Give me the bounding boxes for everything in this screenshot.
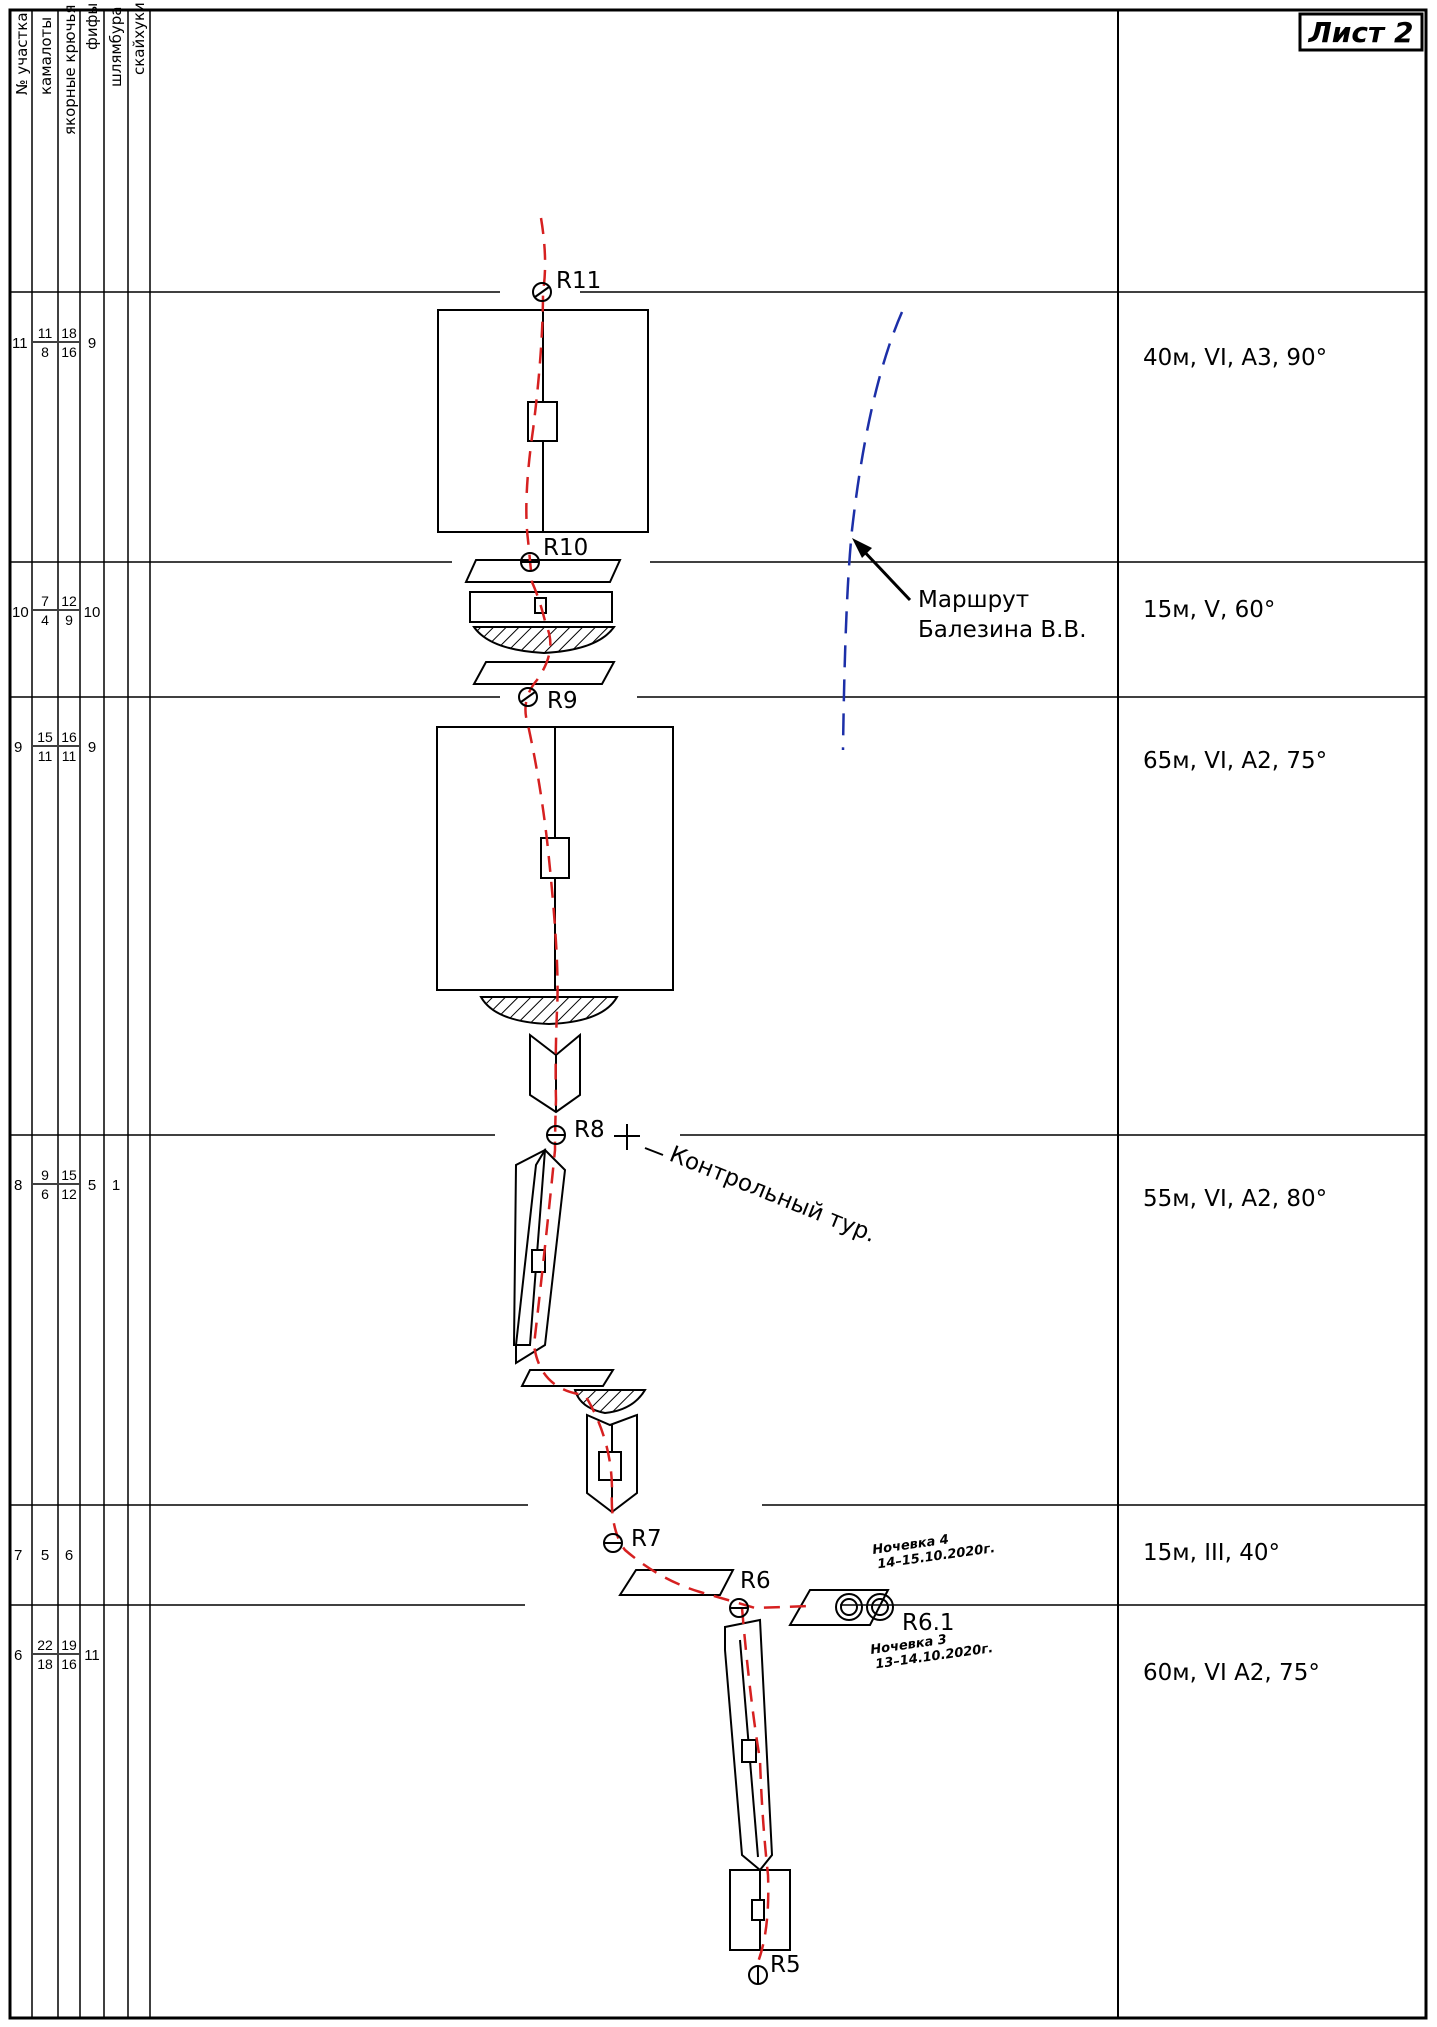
station-r6-label: R6 xyxy=(740,1568,771,1594)
station-r11-label: R11 xyxy=(556,268,601,294)
hooks-top: 19 xyxy=(61,1637,77,1653)
route-line xyxy=(524,217,811,1963)
section-number: 6 xyxy=(14,1647,22,1664)
equipment-table-grid xyxy=(31,10,151,2018)
section-row-11: 11 11 8 18 16 9 40м, VI, A3, 90° xyxy=(12,325,1327,371)
route-pointer-arrow xyxy=(852,538,912,602)
hooks-top: 16 xyxy=(61,729,77,745)
hooks-count: 6 xyxy=(65,1547,73,1564)
control-cairn-label: Контрольный тур. xyxy=(666,1141,880,1248)
section-description: 15м, V, 60° xyxy=(1143,597,1275,623)
bivouac-4-label: Ночевка 4 14–15.10.2020г. xyxy=(871,1532,996,1572)
station-r5-marker xyxy=(748,1965,768,1985)
hooks-bottom: 12 xyxy=(61,1186,77,1202)
hooks-bottom: 11 xyxy=(62,748,77,764)
section-dividers xyxy=(10,291,1426,1606)
section-description: 60м, VI A2, 75° xyxy=(1143,1660,1320,1686)
station-r6-1-label: R6.1 xyxy=(902,1610,955,1636)
cams-bottom: 8 xyxy=(41,344,49,360)
bolts-count: 1 xyxy=(112,1177,120,1194)
other-route-label-line2: Балезина В.В. xyxy=(918,617,1087,643)
station-r5-label: R5 xyxy=(770,1952,801,1978)
cams-bottom: 11 xyxy=(38,748,53,764)
section-row-7: 7 5 6 15м, III, 40° xyxy=(14,1540,1280,1566)
hooks-bottom: 16 xyxy=(61,1656,77,1672)
fifi-count: 10 xyxy=(84,604,101,621)
station-r8-marker xyxy=(546,1125,566,1145)
cams-top: 22 xyxy=(37,1637,53,1653)
station-r11-marker xyxy=(532,282,552,302)
fifi-count: 5 xyxy=(88,1177,96,1194)
col-header-hooks: якорные крючья xyxy=(61,5,79,135)
fifi-count: 11 xyxy=(84,1647,100,1664)
station-r10-label: R10 xyxy=(543,535,588,561)
section-row-9: 9 15 11 16 11 9 65м, VI, A2, 75° xyxy=(14,729,1327,774)
fifi-count: 9 xyxy=(88,335,96,352)
section-row-6: 6 22 18 19 16 11 60м, VI A2, 75° xyxy=(14,1637,1320,1686)
station-r6-marker xyxy=(729,1598,749,1618)
rock-features xyxy=(436,309,894,1951)
cams-bottom: 18 xyxy=(37,1656,53,1672)
cams-bottom: 4 xyxy=(41,612,49,628)
sheet-label: Лист 2 xyxy=(1308,16,1414,49)
col-header-section: № участка xyxy=(13,12,31,95)
other-route-label-line1: Маршрут xyxy=(918,587,1029,613)
section-number: 11 xyxy=(12,335,28,352)
cams-top: 11 xyxy=(38,325,53,341)
section-row-8: 8 9 6 15 12 5 1 55м, VI, A2, 80° xyxy=(14,1167,1327,1212)
section-row-10: 10 7 4 12 9 10 15м, V, 60° xyxy=(12,593,1275,628)
section-description: 15м, III, 40° xyxy=(1143,1540,1280,1566)
cams-bottom: 6 xyxy=(41,1186,49,1202)
col-header-cams: камалоты xyxy=(37,17,55,95)
cams-top: 9 xyxy=(41,1167,49,1183)
hooks-top: 15 xyxy=(61,1167,77,1183)
sheet-label-box: Лист 2 xyxy=(1298,12,1424,52)
section-description: 55м, VI, A2, 80° xyxy=(1143,1186,1327,1212)
section-description: 40м, VI, A3, 90° xyxy=(1143,345,1327,371)
section-number: 9 xyxy=(14,739,22,756)
fifi-count: 9 xyxy=(88,739,96,756)
section-number: 7 xyxy=(14,1547,22,1564)
hooks-bottom: 9 xyxy=(65,612,73,628)
hooks-top: 12 xyxy=(61,593,77,609)
section-description: 65м, VI, A2, 75° xyxy=(1143,748,1327,774)
control-cairn-marker xyxy=(614,1124,664,1156)
col-header-skyhooks: скайхуки xyxy=(130,2,148,75)
col-header-bolts: шлямбура xyxy=(107,7,125,88)
cams-top: 15 xyxy=(37,729,53,745)
hooks-top: 18 xyxy=(61,325,77,341)
cams-count: 5 xyxy=(41,1547,49,1564)
col-header-fifi: фифы xyxy=(83,3,101,50)
station-r10-marker xyxy=(520,552,540,572)
hooks-bottom: 16 xyxy=(61,344,77,360)
other-route-line xyxy=(841,311,904,751)
station-r9-marker xyxy=(518,687,538,707)
station-r8-label: R8 xyxy=(574,1117,605,1143)
section-number: 8 xyxy=(14,1177,22,1194)
stations xyxy=(518,282,768,1985)
sheet-frame xyxy=(8,8,1428,2020)
station-r9-label: R9 xyxy=(547,688,578,714)
section-number: 10 xyxy=(12,604,29,621)
cams-top: 7 xyxy=(41,593,49,609)
station-r7-label: R7 xyxy=(631,1526,662,1552)
table-header: № участка камалоты якорные крючья фифы ш… xyxy=(13,2,148,135)
station-r7-marker xyxy=(603,1533,623,1553)
